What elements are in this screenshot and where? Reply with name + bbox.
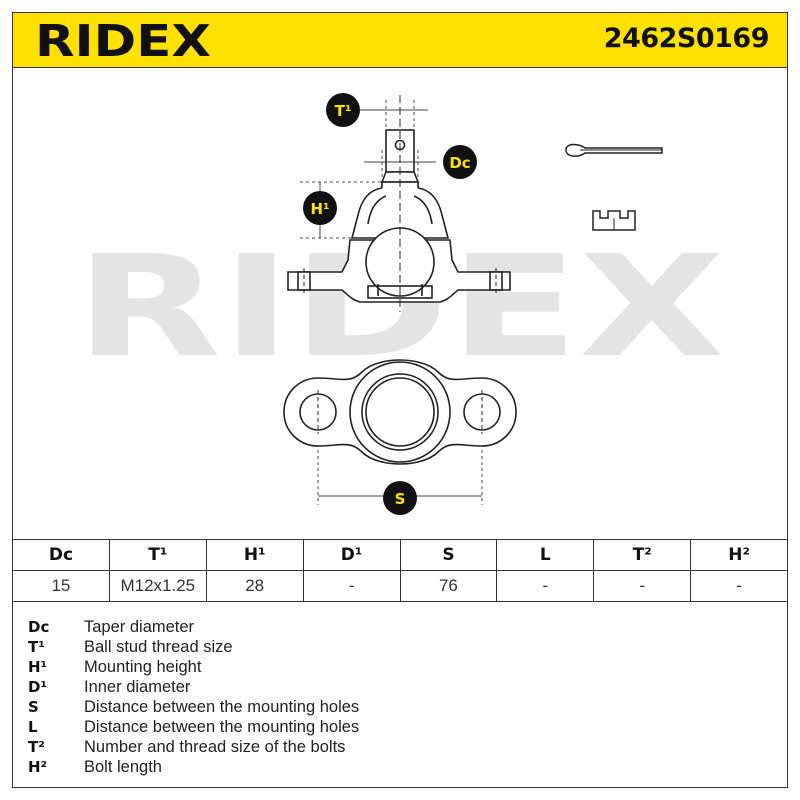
ball-joint-top-view [283, 359, 517, 465]
brand-logo: RIDEX [35, 20, 211, 62]
legend-description: Bolt length [84, 757, 162, 776]
legend-code: H¹ [28, 658, 48, 676]
specs-table: Dc T¹ H¹ D¹ S L T² H² 15 M12x1.25 28 - 7… [12, 539, 788, 602]
cotter-pin [565, 143, 663, 157]
legend-item: T² Number and thread size of the bolts [28, 737, 359, 757]
legend-code: T² [28, 738, 45, 756]
callout-s: S [383, 481, 417, 515]
legend-code: D¹ [28, 678, 48, 696]
ball-joint-side-view [287, 95, 511, 312]
legend-description: Inner diameter [84, 677, 191, 696]
callout-h1-label: H¹ [310, 200, 329, 218]
legend-description: Mounting height [84, 657, 202, 676]
specs-header-cell: H² [690, 539, 788, 571]
legend-item: H¹ Mounting height [28, 657, 359, 677]
callout-h1: H¹ [303, 191, 337, 225]
specs-header-cell: L [496, 539, 595, 571]
legend-code: H² [28, 758, 48, 776]
specs-header-cell: H¹ [205, 539, 304, 571]
brand-logo-text: RIDEX [35, 20, 211, 62]
specs-header-cell: Dc [12, 539, 110, 571]
specs-value-cell: 28 [205, 570, 304, 602]
specs-header-row: Dc T¹ H¹ D¹ S L T² H² [12, 539, 788, 571]
legend-code: S [28, 698, 39, 716]
specs-value-cell: - [302, 570, 401, 602]
callout-dc: Dc [443, 145, 477, 179]
specs-header-cell: S [399, 539, 498, 571]
technical-drawing: RIDEX [75, 93, 725, 515]
legend-item: L Distance between the mounting holes [28, 717, 359, 737]
legend-description: Distance between the mounting holes [84, 697, 360, 716]
legend-description: Distance between the mounting holes [84, 717, 360, 736]
callout-t1: T¹ [326, 93, 360, 127]
specs-value-cell: - [690, 570, 788, 602]
legend-code: L [28, 718, 38, 736]
specs-header-cell: T¹ [108, 539, 207, 571]
callout-s-label: S [395, 490, 406, 508]
specs-value-cell: 76 [399, 570, 498, 602]
part-number: 2462S0169 [603, 23, 770, 54]
legend-item: Dc Taper diameter [28, 617, 359, 637]
legend-item: S Distance between the mounting holes [28, 697, 359, 717]
legend-description: Number and thread size of the bolts [84, 737, 346, 756]
legend-item: H² Bolt length [28, 757, 359, 777]
specs-value-cell: M12x1.25 [108, 570, 207, 602]
specs-value-cell: 15 [12, 570, 110, 602]
specs-header-cell: D¹ [302, 539, 401, 571]
legend-item: T¹ Ball stud thread size [28, 637, 359, 657]
legend-item: D¹ Inner diameter [28, 677, 359, 697]
legend: Dc Taper diameter T¹ Ball stud thread si… [28, 617, 359, 777]
header-bar: RIDEX 2462S0169 [12, 12, 788, 68]
specs-value-row: 15 M12x1.25 28 - 76 - - - [12, 570, 788, 602]
legend-code: T¹ [28, 638, 45, 656]
specs-header-cell: T² [593, 539, 692, 571]
legend-description: Taper diameter [84, 617, 195, 636]
legend-description: Ball stud thread size [84, 637, 233, 656]
callout-dc-label: Dc [449, 154, 470, 172]
specs-value-cell: - [593, 570, 692, 602]
callout-t1-label: T¹ [335, 102, 352, 120]
legend-code: Dc [28, 618, 50, 636]
castle-nut [592, 210, 636, 231]
specs-value-cell: - [496, 570, 595, 602]
